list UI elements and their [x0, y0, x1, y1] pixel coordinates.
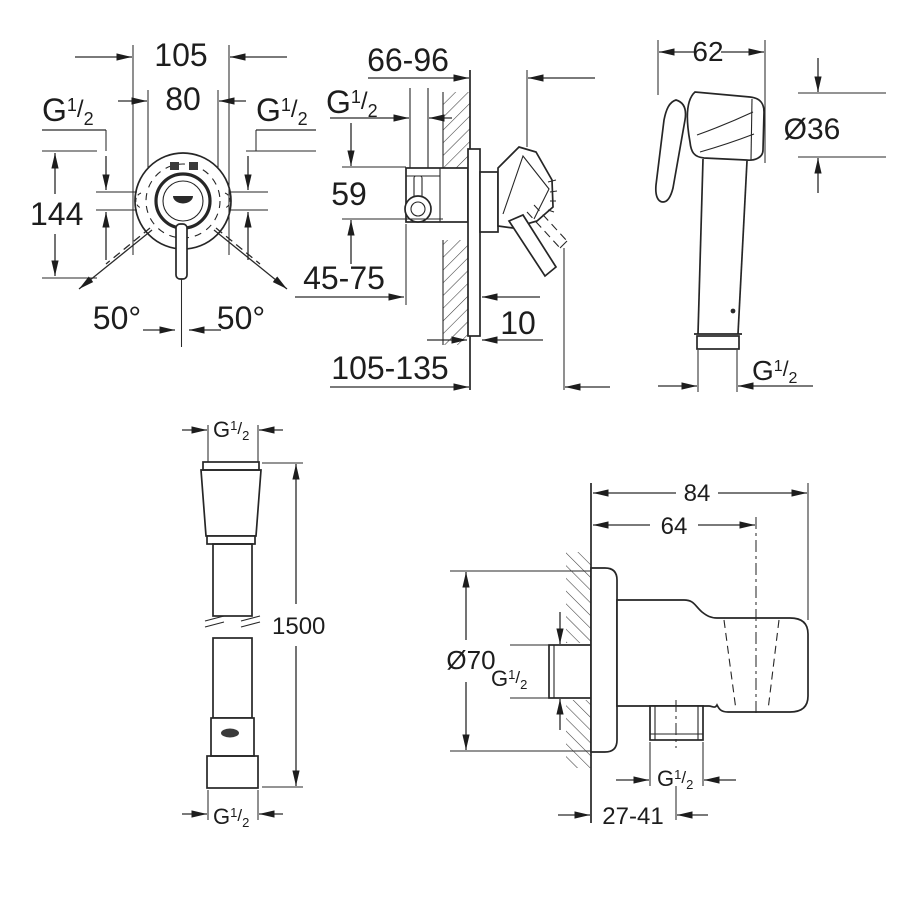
thread-hose-bottom: G1/2 — [182, 790, 283, 830]
handle-dot — [730, 308, 736, 314]
wall-hatch-upper — [443, 92, 470, 168]
hand-shower-body — [654, 91, 765, 350]
flange — [590, 567, 618, 753]
dim-66-96: 66-96 — [367, 42, 595, 147]
holder-body — [616, 599, 809, 713]
top-rim — [202, 461, 260, 471]
corrugated-hose-lower — [212, 637, 253, 719]
dim-10: 10 — [427, 305, 543, 344]
clip-right — [189, 162, 198, 170]
dim-144-label: 144 — [30, 196, 83, 232]
wall-hatch-upper — [566, 552, 591, 643]
angle-left-label: 50° — [93, 300, 141, 336]
bottom-nut — [206, 755, 259, 789]
hose-view: G1/2 1500 G1/2 — [182, 417, 325, 830]
logo-mark — [221, 728, 239, 738]
dim-d36: Ø36 — [784, 58, 886, 193]
dim-62-label: 62 — [692, 36, 723, 67]
mixer-front-view: 105 80 G1/2 G1/2 144 — [30, 37, 316, 347]
lever-handle — [175, 223, 188, 280]
cradle-cone — [723, 619, 737, 711]
mixer-front-body — [96, 152, 268, 347]
top-conical-nut — [200, 469, 262, 537]
dim-45-75: 45-75 — [295, 224, 540, 305]
hose-body — [200, 461, 262, 789]
dim-59: 59 — [331, 123, 443, 264]
dim-d70: Ø70 — [446, 570, 591, 752]
dim-1500-label: 1500 — [272, 613, 325, 640]
handle-left-edge — [697, 158, 704, 335]
supply-union-nut — [404, 195, 432, 223]
lever-slot — [173, 196, 193, 204]
dim-105-135-label: 105-135 — [331, 350, 448, 386]
hose-nut — [696, 335, 740, 350]
g-half-label: G1/2 — [326, 84, 378, 121]
wall-hatch-lower — [443, 240, 470, 345]
wall-union-view: 84 64 Ø70 G1/2 G1/2 — [446, 480, 809, 830]
hand-shower-view: 62 Ø36 G1/2 — [654, 36, 886, 392]
dim-84: 84 — [593, 480, 809, 620]
lug-left — [135, 192, 142, 209]
dim-105-135: 105-135 — [330, 248, 610, 391]
escutcheon-plate — [467, 148, 481, 337]
wall-hatch-lower — [566, 700, 591, 768]
g-half-label: G1/2 — [213, 417, 249, 443]
thread-shower-label: G1/2 — [658, 350, 813, 392]
corrugated-hose-upper — [212, 543, 253, 617]
dim-105-label: 105 — [154, 37, 207, 73]
g-half-label: G1/2 — [657, 766, 693, 792]
valve-body — [404, 88, 469, 223]
dim-80: 80 — [118, 81, 246, 169]
cartridge-sleeve — [479, 171, 499, 233]
port-dim-arrows — [102, 156, 252, 260]
dim-64-label: 64 — [661, 513, 688, 540]
trigger-lever — [654, 99, 687, 203]
dim-144: 144 — [30, 150, 97, 279]
lever-side — [507, 213, 558, 278]
dim-59-label: 59 — [331, 176, 367, 212]
lever-alt-position — [559, 240, 568, 249]
spray-face — [750, 98, 753, 161]
angle-dims: 50° 50° — [78, 227, 288, 336]
dim-45-75-label: 45-75 — [303, 260, 385, 296]
dim-27-41-label: 27-41 — [602, 803, 663, 830]
top-nut-flange — [206, 535, 256, 545]
handle-cap — [497, 146, 568, 278]
thread-outlet-label: G1/2 — [616, 742, 736, 792]
dim-80-label: 80 — [165, 81, 201, 117]
dim-1500: 1500 — [262, 462, 325, 788]
lug-right — [224, 192, 231, 209]
dim-27-41: 27-41 — [558, 786, 708, 830]
g-half-label: G1/2 — [256, 92, 308, 129]
dim-66-96-label: 66-96 — [367, 42, 449, 78]
g-half-label: G1/2 — [42, 92, 94, 129]
g-half-label: G1/2 — [752, 355, 798, 387]
clip-left — [170, 162, 179, 170]
mixer-side-view: 66-96 G1/2 59 45-75 10 — [295, 42, 610, 391]
handle-right-edge — [737, 160, 748, 335]
dim-105: 105 — [75, 37, 287, 255]
dim-d70-label: Ø70 — [446, 645, 495, 675]
dim-10-label: 10 — [500, 305, 536, 341]
thread-hose-top: G1/2 — [182, 417, 283, 462]
thread-inlet-label: G1/2 — [491, 612, 564, 730]
g-half-label: G1/2 — [491, 666, 527, 692]
angle-right-label: 50° — [217, 300, 265, 336]
dim-64: 64 — [593, 513, 757, 714]
dim-62: 62 — [657, 36, 766, 163]
knob-circle — [162, 180, 204, 222]
thread-label-left: G1/2 — [42, 92, 107, 151]
dim-d36-label: Ø36 — [784, 113, 841, 146]
thread-label-right: G1/2 — [246, 92, 316, 152]
dim-84-label: 84 — [684, 480, 711, 507]
spray-head — [686, 91, 765, 162]
thread-supply-label: G1/2 — [326, 84, 452, 122]
union-body — [548, 567, 809, 753]
inlet-stub — [548, 644, 592, 699]
hose-break — [204, 615, 261, 628]
g-half-label: G1/2 — [213, 804, 249, 830]
